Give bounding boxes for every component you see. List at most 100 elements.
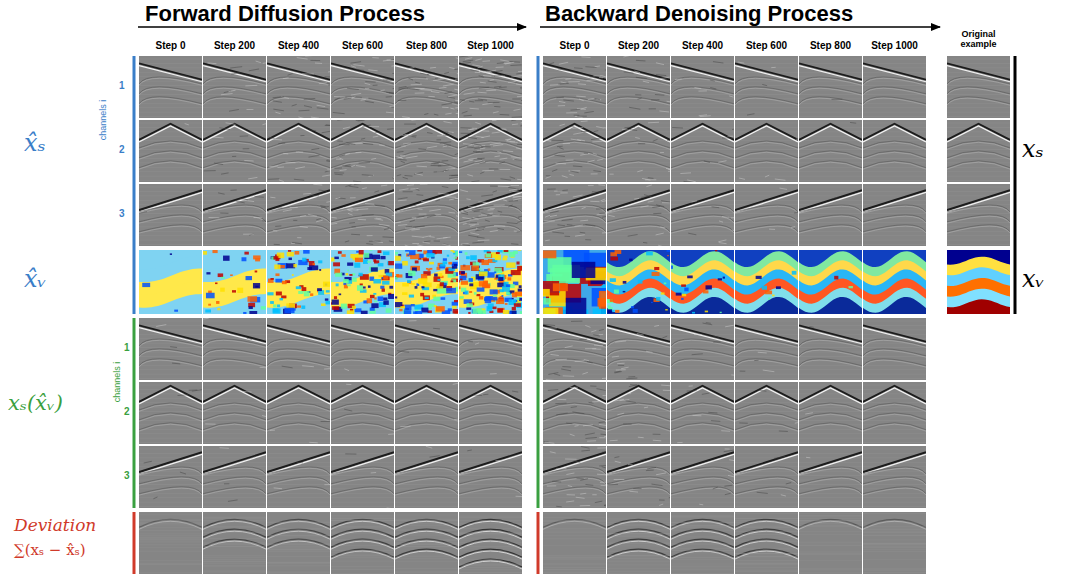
tile-part — [671, 378, 734, 379]
tile-part — [607, 466, 670, 467]
tile-part — [669, 318, 670, 319]
tile-part — [758, 352, 767, 354]
image-tile — [203, 318, 266, 380]
tile-part — [671, 433, 734, 434]
tile-part — [203, 235, 266, 236]
tile-part — [544, 220, 554, 221]
tile-part — [240, 198, 248, 200]
tile-part — [203, 191, 266, 192]
tile-part — [301, 305, 305, 308]
velocity-layer — [203, 269, 266, 315]
tile-part — [339, 144, 349, 145]
tile-part — [267, 374, 330, 375]
tile-part — [607, 571, 670, 572]
tile-part — [568, 201, 578, 202]
tile-part — [667, 139, 670, 140]
tile-part — [612, 310, 615, 312]
tile-part — [309, 442, 317, 444]
velocity-layer — [267, 250, 330, 314]
tile-part — [203, 559, 266, 560]
seismic-ground — [203, 318, 266, 380]
tile-part — [614, 479, 625, 480]
tile-part — [203, 546, 266, 547]
velocity-layer — [139, 269, 202, 315]
tile-part — [311, 148, 319, 149]
tile-part — [671, 350, 734, 357]
tile-part — [607, 98, 670, 105]
tile-part — [203, 59, 266, 60]
tile-part — [566, 422, 572, 424]
tile-part — [586, 437, 597, 439]
tile-part — [663, 390, 670, 391]
tile-part — [139, 206, 202, 213]
tile-part — [587, 79, 597, 81]
tile-part — [255, 196, 264, 198]
image-tile — [607, 446, 670, 508]
tile-part — [623, 423, 631, 424]
tile-part — [747, 114, 754, 115]
tile-part — [652, 206, 660, 207]
tile-part — [581, 450, 590, 452]
tile-part — [607, 558, 670, 559]
seismic-event — [203, 192, 266, 212]
tile-part — [577, 116, 587, 117]
tile-part — [623, 56, 630, 57]
tile-part — [292, 242, 302, 243]
tile-part — [552, 169, 557, 171]
tile-part — [312, 263, 315, 265]
tile-part — [724, 485, 732, 487]
tile-part — [676, 293, 682, 296]
tile-part — [203, 244, 266, 245]
tile-part — [604, 127, 606, 129]
tile-part — [543, 572, 606, 573]
tile-part — [543, 520, 606, 521]
tile-part — [247, 109, 254, 110]
tile-part — [584, 360, 589, 361]
tile-part — [543, 244, 606, 245]
tile-part — [543, 569, 606, 570]
tile-part — [543, 142, 606, 149]
tile-part — [638, 143, 645, 144]
seismic-ground — [607, 184, 670, 246]
tile-part — [660, 152, 664, 153]
tile-part — [139, 167, 202, 168]
tile-part — [267, 222, 330, 223]
tile-part — [365, 83, 371, 84]
tile-part — [621, 367, 628, 369]
seismic-event — [735, 63, 798, 79]
tile-part — [671, 162, 734, 169]
tile-part — [580, 154, 589, 156]
tile-part — [206, 293, 215, 299]
seismic-ground — [267, 56, 330, 118]
tile-part — [293, 264, 296, 267]
seismic-event — [543, 454, 606, 474]
tile-part — [283, 153, 288, 155]
tile-part — [214, 163, 223, 165]
tile-part — [651, 484, 662, 486]
tile-part — [597, 214, 606, 215]
tile-part — [203, 107, 266, 108]
tile-part — [324, 368, 330, 370]
tile-part — [274, 487, 282, 489]
tile-part — [671, 204, 734, 205]
tile-part — [671, 222, 734, 223]
tile-part — [543, 112, 606, 113]
tile-part — [262, 221, 266, 223]
tile-part — [562, 176, 568, 178]
tile-part — [671, 530, 734, 531]
tile-part — [375, 132, 380, 134]
tile-part — [607, 374, 670, 375]
tile-part — [735, 112, 798, 113]
tile-part — [315, 63, 322, 64]
tile-part — [543, 85, 606, 86]
tile-part — [607, 162, 670, 169]
tile-part — [543, 131, 606, 132]
tile-part — [671, 206, 734, 213]
image-tile — [543, 56, 606, 118]
tile-part — [607, 438, 670, 439]
tile-part — [710, 80, 715, 81]
tile-part — [203, 566, 266, 567]
tile-part — [681, 284, 686, 286]
tile-part — [139, 533, 202, 534]
tile-part — [267, 550, 330, 551]
